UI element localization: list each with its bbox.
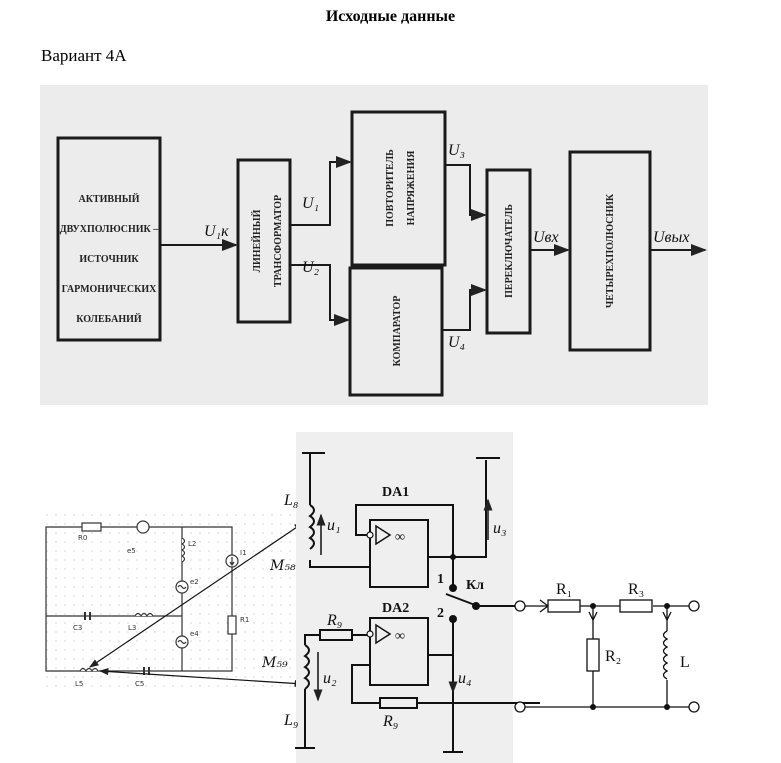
inductor-l <box>662 630 669 680</box>
repeater-text-2: НАПРЯЖЕНИЯ <box>406 150 417 225</box>
label-u2: u₂ <box>323 670 337 687</box>
page-title: Исходные данные <box>325 8 456 25</box>
source-text-3: ИСТОЧНИК <box>79 254 139 265</box>
arrow-u3 <box>445 164 487 221</box>
arrow-u4 <box>442 284 487 331</box>
label-u4: U₄ <box>448 334 465 351</box>
mutual-m58-arrow <box>89 522 304 668</box>
label-l3: L3 <box>128 624 136 632</box>
label-m58: M₅₈ <box>269 558 296 574</box>
label-r1: R₁ <box>556 581 572 598</box>
label-r9-top: R₉ <box>326 612 342 629</box>
comparator-block <box>348 266 444 397</box>
label-inf1: ∞ <box>395 530 405 545</box>
switch-text: ПЕРЕКЛЮЧАТЕЛЬ <box>504 204 515 298</box>
label-e4: e4 <box>190 630 199 638</box>
label-u1: u₁ <box>327 517 341 534</box>
label-l2: L2 <box>188 540 196 548</box>
amp-circuit: L₈ L₉ u₁ u₃ u₂ u₄ DA1 DA2 ∞ ∞ R₉ R₉ 1 2 … <box>283 432 540 763</box>
source-text-5: КОЛЕБАНИЙ <box>76 313 142 325</box>
quadripole-text: ЧЕТЫРЕХПОЛЮСНИК <box>605 193 616 308</box>
label-u3: U₃ <box>448 142 465 159</box>
source-text-2: ДВУХПОЛЮСНИК – <box>60 224 160 235</box>
arrow-u2 <box>290 264 350 326</box>
repeater-block <box>350 110 447 267</box>
label-r3: R₃ <box>628 581 644 598</box>
switch-block <box>485 168 532 335</box>
label-uout: Uвых <box>653 229 689 246</box>
block-diagram <box>40 85 708 405</box>
label-c5: C5 <box>135 680 144 688</box>
label-r0: R0 <box>78 534 87 542</box>
comparator-text: КОМПАРАТОР <box>392 296 403 367</box>
label-l5: L5 <box>75 680 83 688</box>
source-block <box>56 136 162 342</box>
label-u1: U₁ <box>302 195 319 212</box>
resistor-r1 <box>227 615 237 635</box>
opamp-da1 <box>369 519 429 588</box>
label-u4: u₄ <box>458 670 472 687</box>
resistor-r2 <box>586 638 600 672</box>
label-r9-bottom: R₉ <box>382 713 398 730</box>
output-terminal-top <box>688 600 700 612</box>
label-u3: u₃ <box>493 520 507 537</box>
input-terminal-bottom <box>514 701 526 713</box>
transformer-text-2: ТРАНСФОРМАТОР <box>273 195 284 287</box>
variant-label: Вариант 4А <box>41 46 127 65</box>
label-u1k: U₁к <box>204 223 229 240</box>
source-text-4: ГАРМОНИЧЕСКИХ <box>62 284 157 295</box>
inductor-l9 <box>303 644 310 690</box>
inductor-l5 <box>79 667 99 673</box>
label-key: Кл <box>466 578 484 593</box>
resistor-r1 <box>547 599 581 613</box>
opamp-da2 <box>369 617 429 686</box>
repeater-text-1: ПОВТОРИТЕЛЬ <box>385 149 396 227</box>
resistor-r0 <box>81 522 102 532</box>
label-pos1: 1 <box>437 572 444 587</box>
label-c3: C3 <box>73 624 82 632</box>
source-e5 <box>136 520 150 534</box>
transformer-text-1: ЛИНЕЙНЫЙ <box>251 209 263 272</box>
label-inf2: ∞ <box>395 629 405 644</box>
label-r1: R1 <box>240 616 249 624</box>
label-l9: L₉ <box>283 712 298 729</box>
label-l: L <box>680 654 690 671</box>
load-circuit: R₁ R₃ R₂ L <box>514 581 700 713</box>
inductor-l8 <box>308 504 315 550</box>
label-e2: e2 <box>190 578 199 586</box>
switch-blade <box>445 593 476 606</box>
label-da2: DA2 <box>382 601 409 616</box>
source-circuit: R0 e5 L2 I1 e2 R1 C3 L3 e4 L5 C5 M₅₈ M₅₉ <box>40 508 305 690</box>
mutual-m59-arrow <box>98 667 305 688</box>
source-text-1: АКТИВНЫЙ <box>79 193 140 205</box>
resistor-r9-bottom <box>379 697 418 709</box>
resistor-r3 <box>619 599 653 613</box>
arrow-u1 <box>290 156 352 226</box>
label-m59: M₅₉ <box>261 655 288 671</box>
output-terminal-bottom <box>688 701 700 713</box>
transformer-block <box>236 158 292 324</box>
label-uin: Uвх <box>533 229 559 246</box>
label-u2: U₂ <box>302 259 320 276</box>
label-e5: e5 <box>127 547 136 555</box>
input-terminal-top <box>514 600 526 612</box>
label-pos2: 2 <box>437 606 444 621</box>
label-da1: DA1 <box>382 485 409 500</box>
label-l8: L₈ <box>283 492 298 509</box>
label-r2: R₂ <box>605 648 621 665</box>
inductor-l3 <box>134 612 154 618</box>
label-i1: I1 <box>240 549 247 557</box>
